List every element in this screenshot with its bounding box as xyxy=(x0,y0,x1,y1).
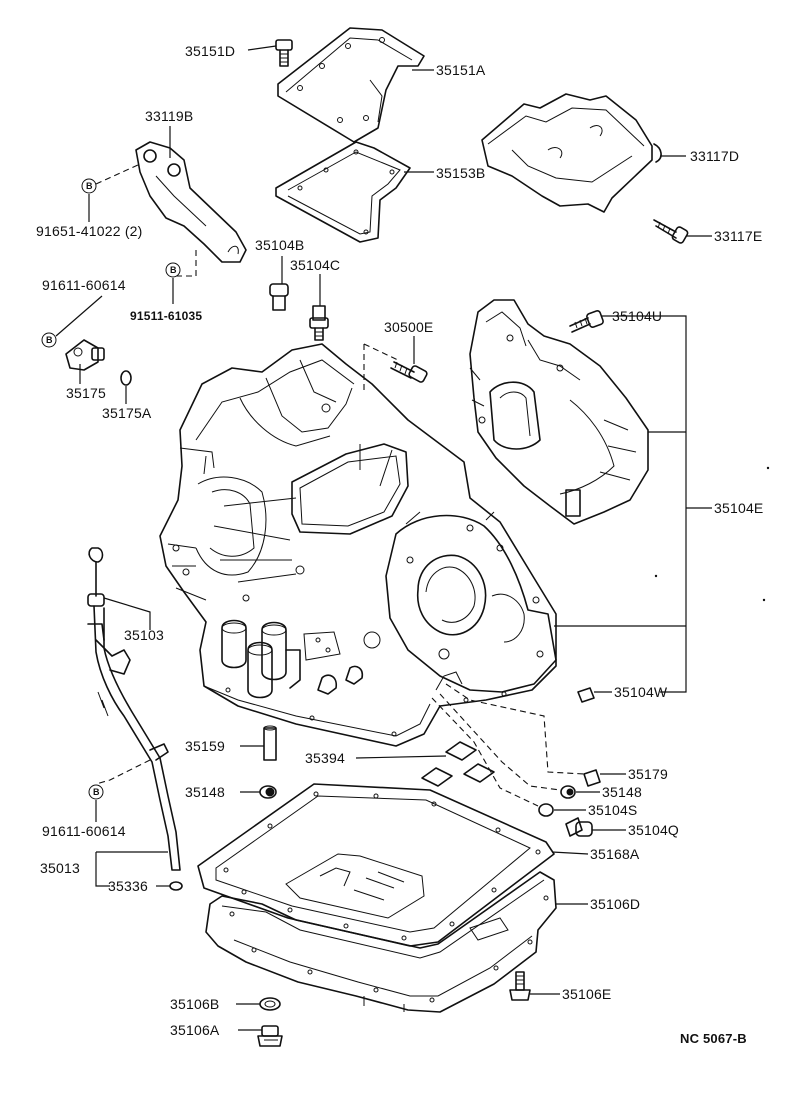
svg-text:B: B xyxy=(170,265,177,275)
bolt-35104b xyxy=(269,283,289,311)
label-35104q: 35104Q xyxy=(628,822,679,838)
heat-shield-33117d xyxy=(481,93,662,213)
seal-35148-right xyxy=(560,785,576,799)
label-35104s: 35104S xyxy=(588,802,637,818)
label-35179: 35179 xyxy=(628,766,668,782)
label-33117e: 33117E xyxy=(714,228,762,244)
bolt-35151d xyxy=(275,39,293,67)
scan-dot xyxy=(654,574,658,578)
bracket-33119b xyxy=(135,141,247,263)
label-35168a: 35168A xyxy=(590,846,640,862)
label-35103: 35103 xyxy=(124,627,164,643)
label-35104e: 35104E xyxy=(714,500,763,516)
reference-code: NC 5067-B xyxy=(680,1031,747,1046)
label-33117d: 33117D xyxy=(690,148,739,164)
svg-text:B: B xyxy=(93,787,100,797)
drain-washer-35106b xyxy=(259,997,281,1011)
svg-text:B: B xyxy=(46,335,53,345)
plug-35104w xyxy=(577,687,595,703)
bell-housing-35104u xyxy=(469,299,649,525)
label-35104b: 35104B xyxy=(255,237,304,253)
oil-pan-35106d xyxy=(205,871,557,1013)
label-33119b: 33119B xyxy=(145,108,193,124)
bullet-marker-4: B xyxy=(88,784,104,800)
label-35104c: 35104C xyxy=(290,257,340,273)
label-35175a: 35175A xyxy=(102,405,152,421)
label-35159: 35159 xyxy=(185,738,225,754)
leader-lines xyxy=(55,45,712,1031)
cover-plate-35151a xyxy=(277,27,425,143)
svg-text:B: B xyxy=(86,181,93,191)
label-35153b: 35153B xyxy=(436,165,485,181)
bolt-35106e xyxy=(509,971,531,1001)
label-35104w: 35104W xyxy=(614,684,668,700)
plug-35104q xyxy=(565,817,593,837)
dipstick-tube-35013 xyxy=(87,605,181,871)
scan-dot xyxy=(762,598,766,602)
bullet-marker-2: B xyxy=(165,262,181,278)
o-ring-35175a xyxy=(120,370,132,386)
gasket-35153b xyxy=(275,141,411,243)
scan-dot xyxy=(766,466,770,470)
oil-pan-gasket-35168a xyxy=(197,783,555,947)
plug-35179 xyxy=(583,769,601,787)
label-35175: 35175 xyxy=(66,385,106,401)
bolt-30500e xyxy=(390,361,428,383)
transaxle-case xyxy=(159,343,557,747)
label-91651-41022: 91651-41022 (2) xyxy=(36,223,143,239)
label-35336: 35336 xyxy=(108,878,148,894)
bullet-marker-3: B xyxy=(41,332,57,348)
o-ring-35104s xyxy=(538,803,554,817)
label-35106b: 35106B xyxy=(170,996,219,1012)
label-91511-61035: 91511-61035 xyxy=(130,309,202,323)
sensor-35175 xyxy=(65,339,105,371)
bolt-35104u xyxy=(569,310,604,333)
bullet-marker-1: B xyxy=(81,178,97,194)
label-35148-right: 35148 xyxy=(602,784,642,800)
o-ring-35336 xyxy=(169,881,183,891)
filter-35394 xyxy=(421,741,495,787)
seal-35148-left xyxy=(259,785,277,799)
label-35394: 35394 xyxy=(305,750,345,766)
bolt-33117e xyxy=(653,219,689,244)
dipstick-35103 xyxy=(87,547,105,607)
label-35106e: 35106E xyxy=(562,986,611,1002)
label-35106a: 35106A xyxy=(170,1022,220,1038)
label-35013: 35013 xyxy=(40,860,80,876)
label-35104u: 35104U xyxy=(612,308,662,324)
label-91611-60614-top: 91611-60614 xyxy=(42,277,126,293)
label-35151a: 35151A xyxy=(436,62,486,78)
plug-35104c xyxy=(309,305,329,341)
drain-plug-35106a xyxy=(257,1025,283,1047)
label-35106d: 35106D xyxy=(590,896,640,912)
label-35148-left: 35148 xyxy=(185,784,225,800)
label-35151d: 35151D xyxy=(185,43,235,59)
pin-35159 xyxy=(263,725,277,761)
label-91611-60614-bottom: 91611-60614 xyxy=(42,823,126,839)
label-30500e: 30500E xyxy=(384,319,433,335)
